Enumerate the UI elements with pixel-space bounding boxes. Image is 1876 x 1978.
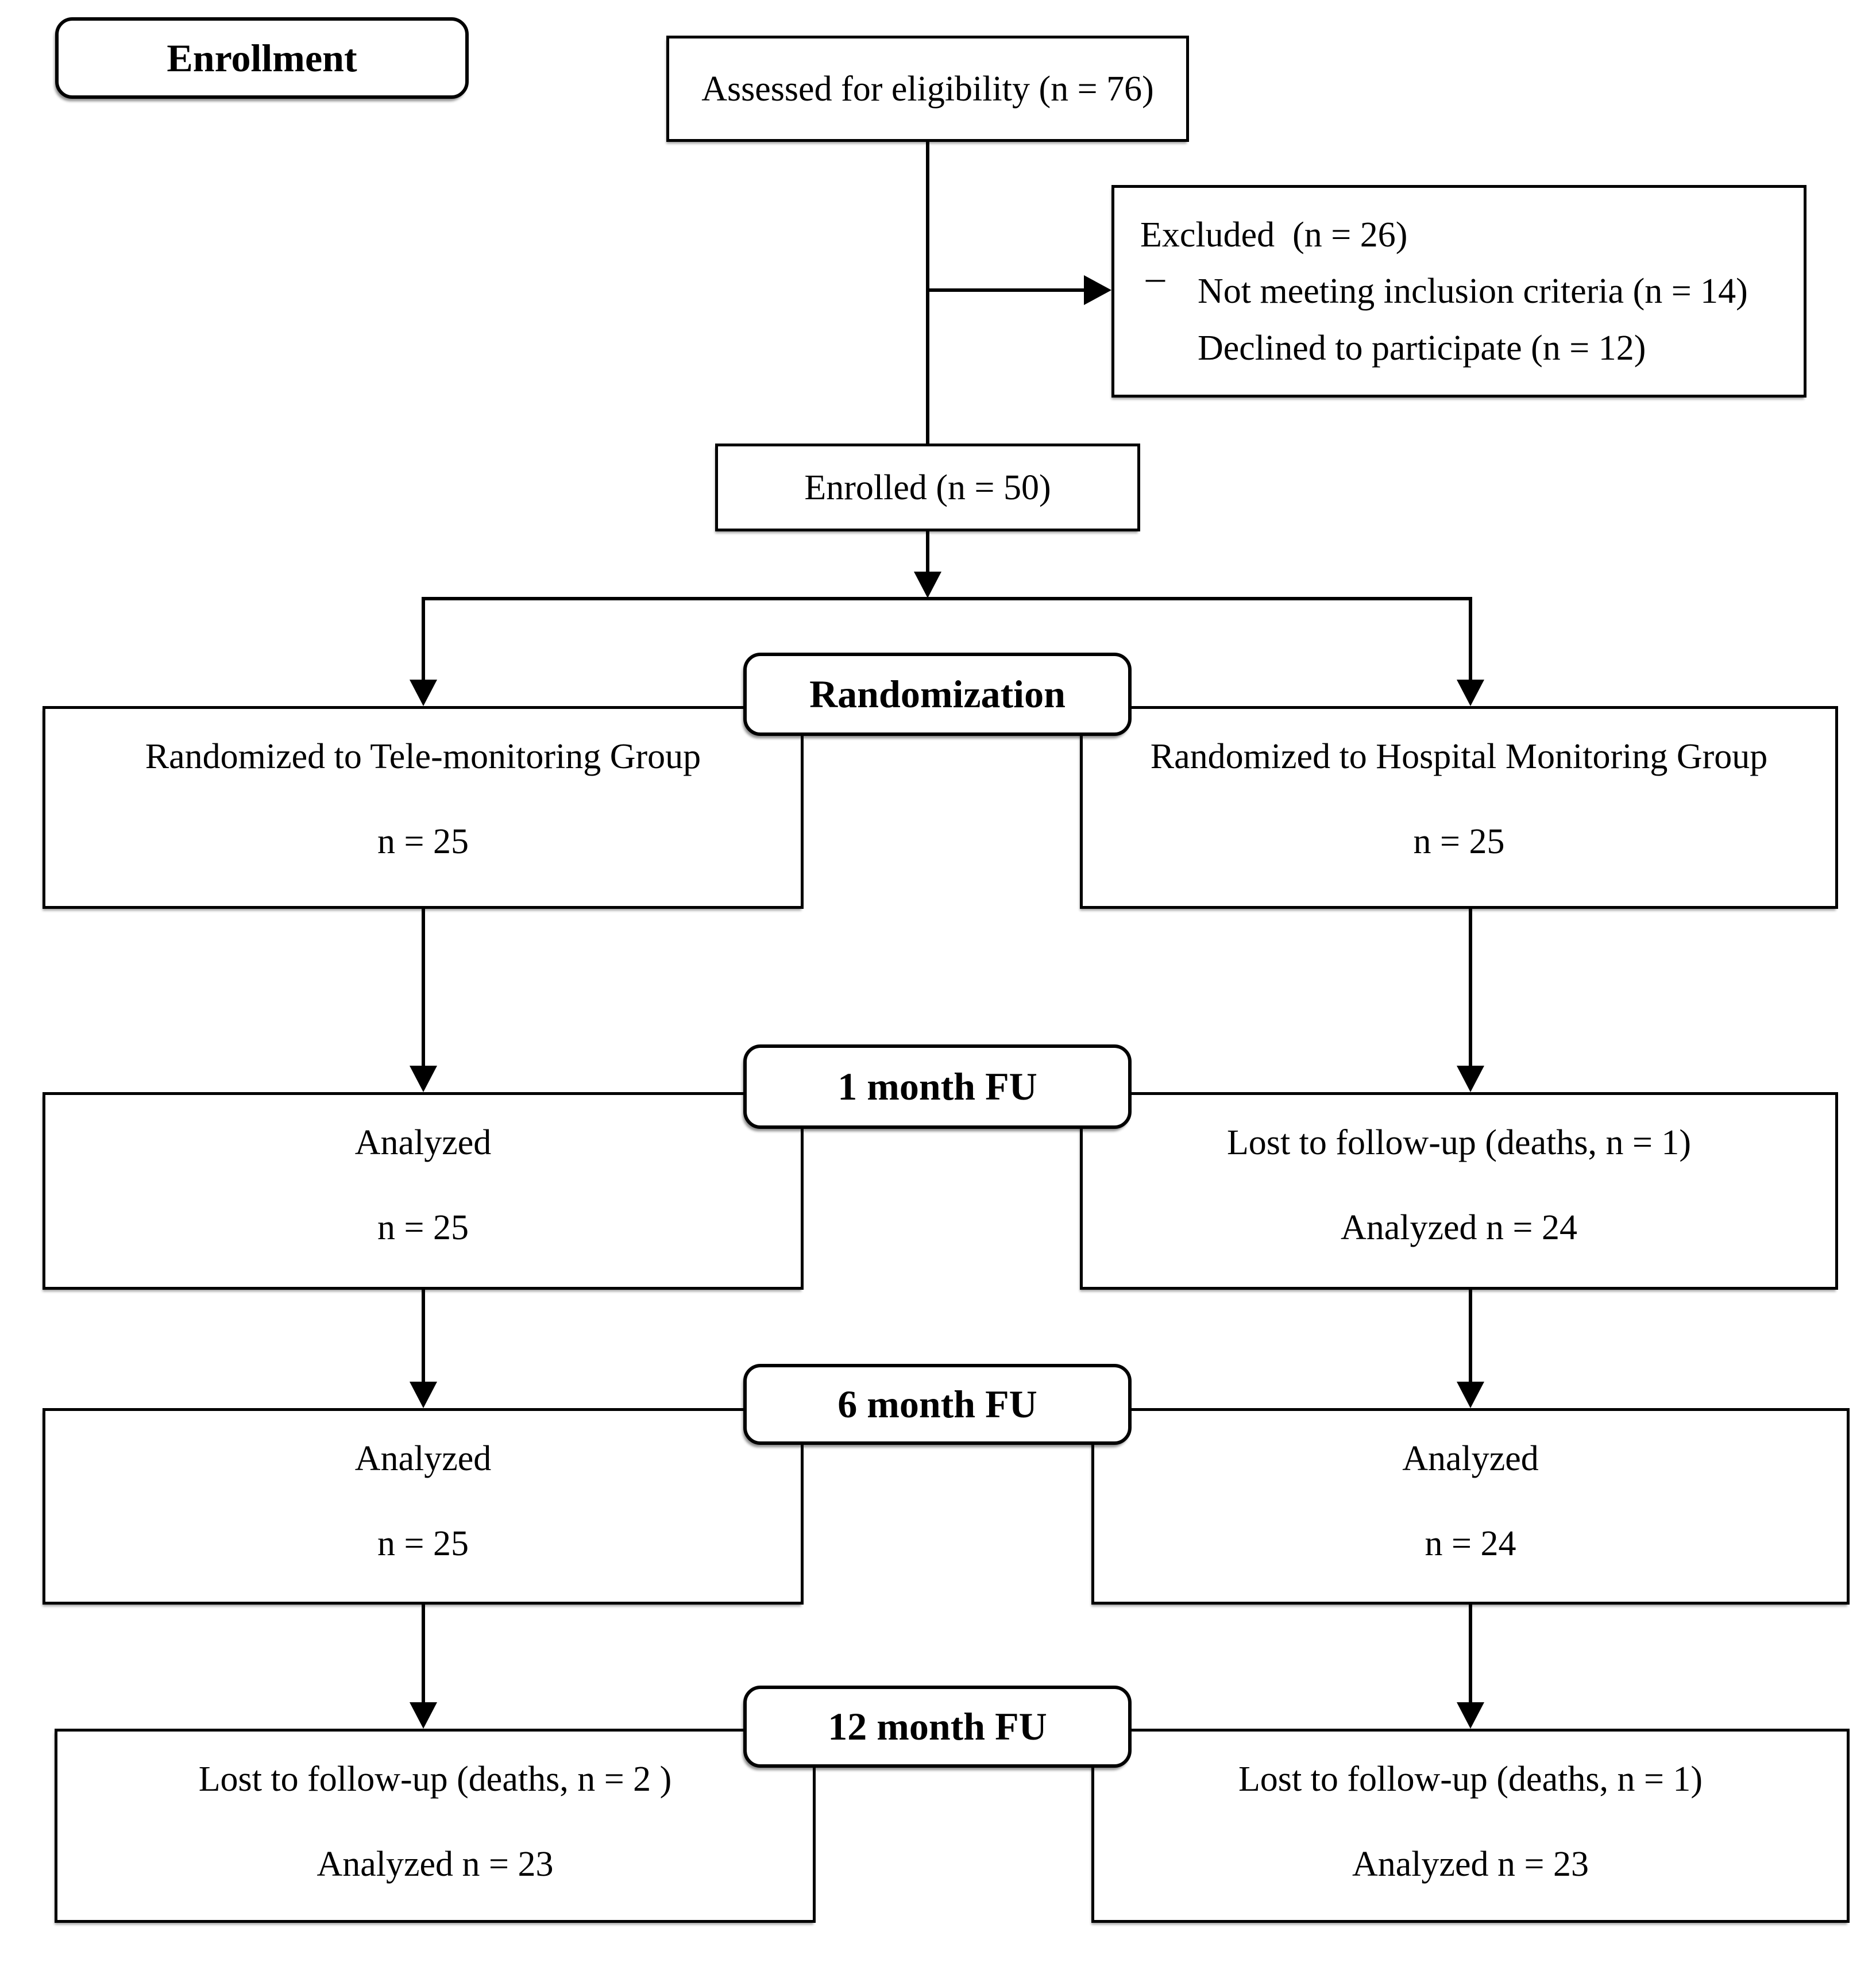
arrowhead-fu6-tele-icon <box>410 1382 437 1408</box>
fu12-hospital-line2: Analyzed n = 23 <box>1352 1845 1589 1884</box>
node-fu12-tele-analyzed: Lost to follow-up (deaths, n = 2 ) Analy… <box>55 1729 816 1923</box>
node-fu12-hospital-analyzed: Lost to follow-up (deaths, n = 1) Analyz… <box>1091 1729 1850 1923</box>
connector-junction-to-tele <box>422 597 425 681</box>
junction-horizontal-line <box>422 597 1470 600</box>
arrowhead-fu12-hospital-icon <box>1457 1702 1484 1729</box>
stage-label-1-month-fu: 1 month FU <box>743 1044 1132 1129</box>
fu1-hospital-line1: Lost to follow-up (deaths, n = 1) <box>1226 1123 1692 1162</box>
node-enrolled: Enrolled (n = 50) <box>715 444 1140 531</box>
node-randomized-tele-monitoring: Randomized to Tele-monitoring Group n = … <box>43 706 804 909</box>
fu1-tele-line2: n = 25 <box>377 1208 469 1247</box>
stage-label-randomization: Randomization <box>743 653 1132 736</box>
fu6-tele-line2: n = 25 <box>377 1524 469 1563</box>
connector-enrolled-to-junction <box>926 531 929 573</box>
arrowhead-hospital-icon <box>1457 680 1484 706</box>
arrowhead-tele-icon <box>410 680 437 706</box>
excluded-item-not-meeting-criteria: – Not meeting inclusion criteria (n = 14… <box>1146 257 1748 311</box>
stage-label-6-month-fu-text: 6 month FU <box>837 1382 1037 1426</box>
stage-label-enrollment-text: Enrollment <box>167 36 357 80</box>
arrowhead-fu12-tele-icon <box>410 1702 437 1729</box>
node-assessed-for-eligibility: Assessed for eligibility (n = 76) <box>666 36 1189 142</box>
fu1-tele-line1: Analyzed <box>354 1123 492 1162</box>
connector-assessed-to-enrolled <box>926 142 929 444</box>
fu12-hospital-line1: Lost to follow-up (deaths, n = 1) <box>1238 1760 1703 1799</box>
node-fu1-tele-analyzed: Analyzed n = 25 <box>43 1092 804 1290</box>
node-fu1-hospital-analyzed: Lost to follow-up (deaths, n = 1) Analyz… <box>1080 1092 1838 1290</box>
hospital-group-label: Randomized to Hospital Monitoring Group <box>1150 737 1768 776</box>
arrowhead-excluded-icon <box>1084 275 1111 305</box>
fu6-hospital-line1: Analyzed <box>1402 1439 1539 1478</box>
arrowhead-fu1-tele-icon <box>410 1066 437 1092</box>
stage-label-12-month-fu: 12 month FU <box>743 1686 1132 1768</box>
stage-label-6-month-fu: 6 month FU <box>743 1364 1132 1445</box>
node-excluded: Excluded (n = 26) – Not meeting inclusio… <box>1111 185 1806 398</box>
fu12-tele-line2: Analyzed n = 23 <box>316 1845 554 1884</box>
excluded-item-declined: Declined to participate (n = 12) <box>1198 328 1646 368</box>
stage-label-randomization-text: Randomization <box>809 672 1066 716</box>
excluded-item-2-text: Declined to participate (n = 12) <box>1198 328 1646 368</box>
tele-group-n: n = 25 <box>377 822 469 861</box>
tele-group-label: Randomized to Tele-monitoring Group <box>145 737 701 776</box>
node-randomized-hospital-monitoring: Randomized to Hospital Monitoring Group … <box>1080 706 1838 909</box>
connector-fu6-to-fu12-hospital <box>1469 1605 1472 1702</box>
fu6-hospital-line2: n = 24 <box>1425 1524 1516 1563</box>
excluded-title-text: Excluded (n = 26) <box>1140 215 1408 255</box>
connector-hospital-to-fu1 <box>1469 909 1472 1066</box>
stage-label-1-month-fu-text: 1 month FU <box>837 1065 1037 1108</box>
connector-fu1-to-fu6-hospital <box>1469 1290 1472 1382</box>
arrowhead-fu1-hospital-icon <box>1457 1066 1484 1092</box>
fu6-tele-line1: Analyzed <box>354 1439 492 1478</box>
connector-to-excluded <box>928 288 1084 292</box>
stage-label-enrollment: Enrollment <box>55 17 469 99</box>
fu12-tele-line1: Lost to follow-up (deaths, n = 2 ) <box>198 1760 672 1799</box>
connector-fu1-to-fu6-tele <box>422 1290 425 1382</box>
arrowhead-junction-icon <box>914 572 941 598</box>
hospital-group-n: n = 25 <box>1413 822 1505 861</box>
stage-label-12-month-fu-text: 12 month FU <box>828 1705 1047 1748</box>
connector-tele-to-fu1 <box>422 909 425 1066</box>
excluded-title: Excluded (n = 26) <box>1140 215 1407 255</box>
excluded-item-1-text: Not meeting inclusion criteria (n = 14) <box>1198 272 1748 311</box>
dash-bullet-icon: – <box>1146 256 1165 298</box>
connector-junction-to-hospital <box>1469 597 1472 681</box>
arrowhead-fu6-hospital-icon <box>1457 1382 1484 1408</box>
connector-fu6-to-fu12-tele <box>422 1605 425 1702</box>
node-enrolled-text: Enrolled (n = 50) <box>804 468 1051 507</box>
node-fu6-hospital-analyzed: Analyzed n = 24 <box>1091 1408 1850 1605</box>
node-assessed-text: Assessed for eligibility (n = 76) <box>701 69 1154 109</box>
node-fu6-tele-analyzed: Analyzed n = 25 <box>43 1408 804 1605</box>
fu1-hospital-line2: Analyzed n = 24 <box>1340 1208 1578 1247</box>
